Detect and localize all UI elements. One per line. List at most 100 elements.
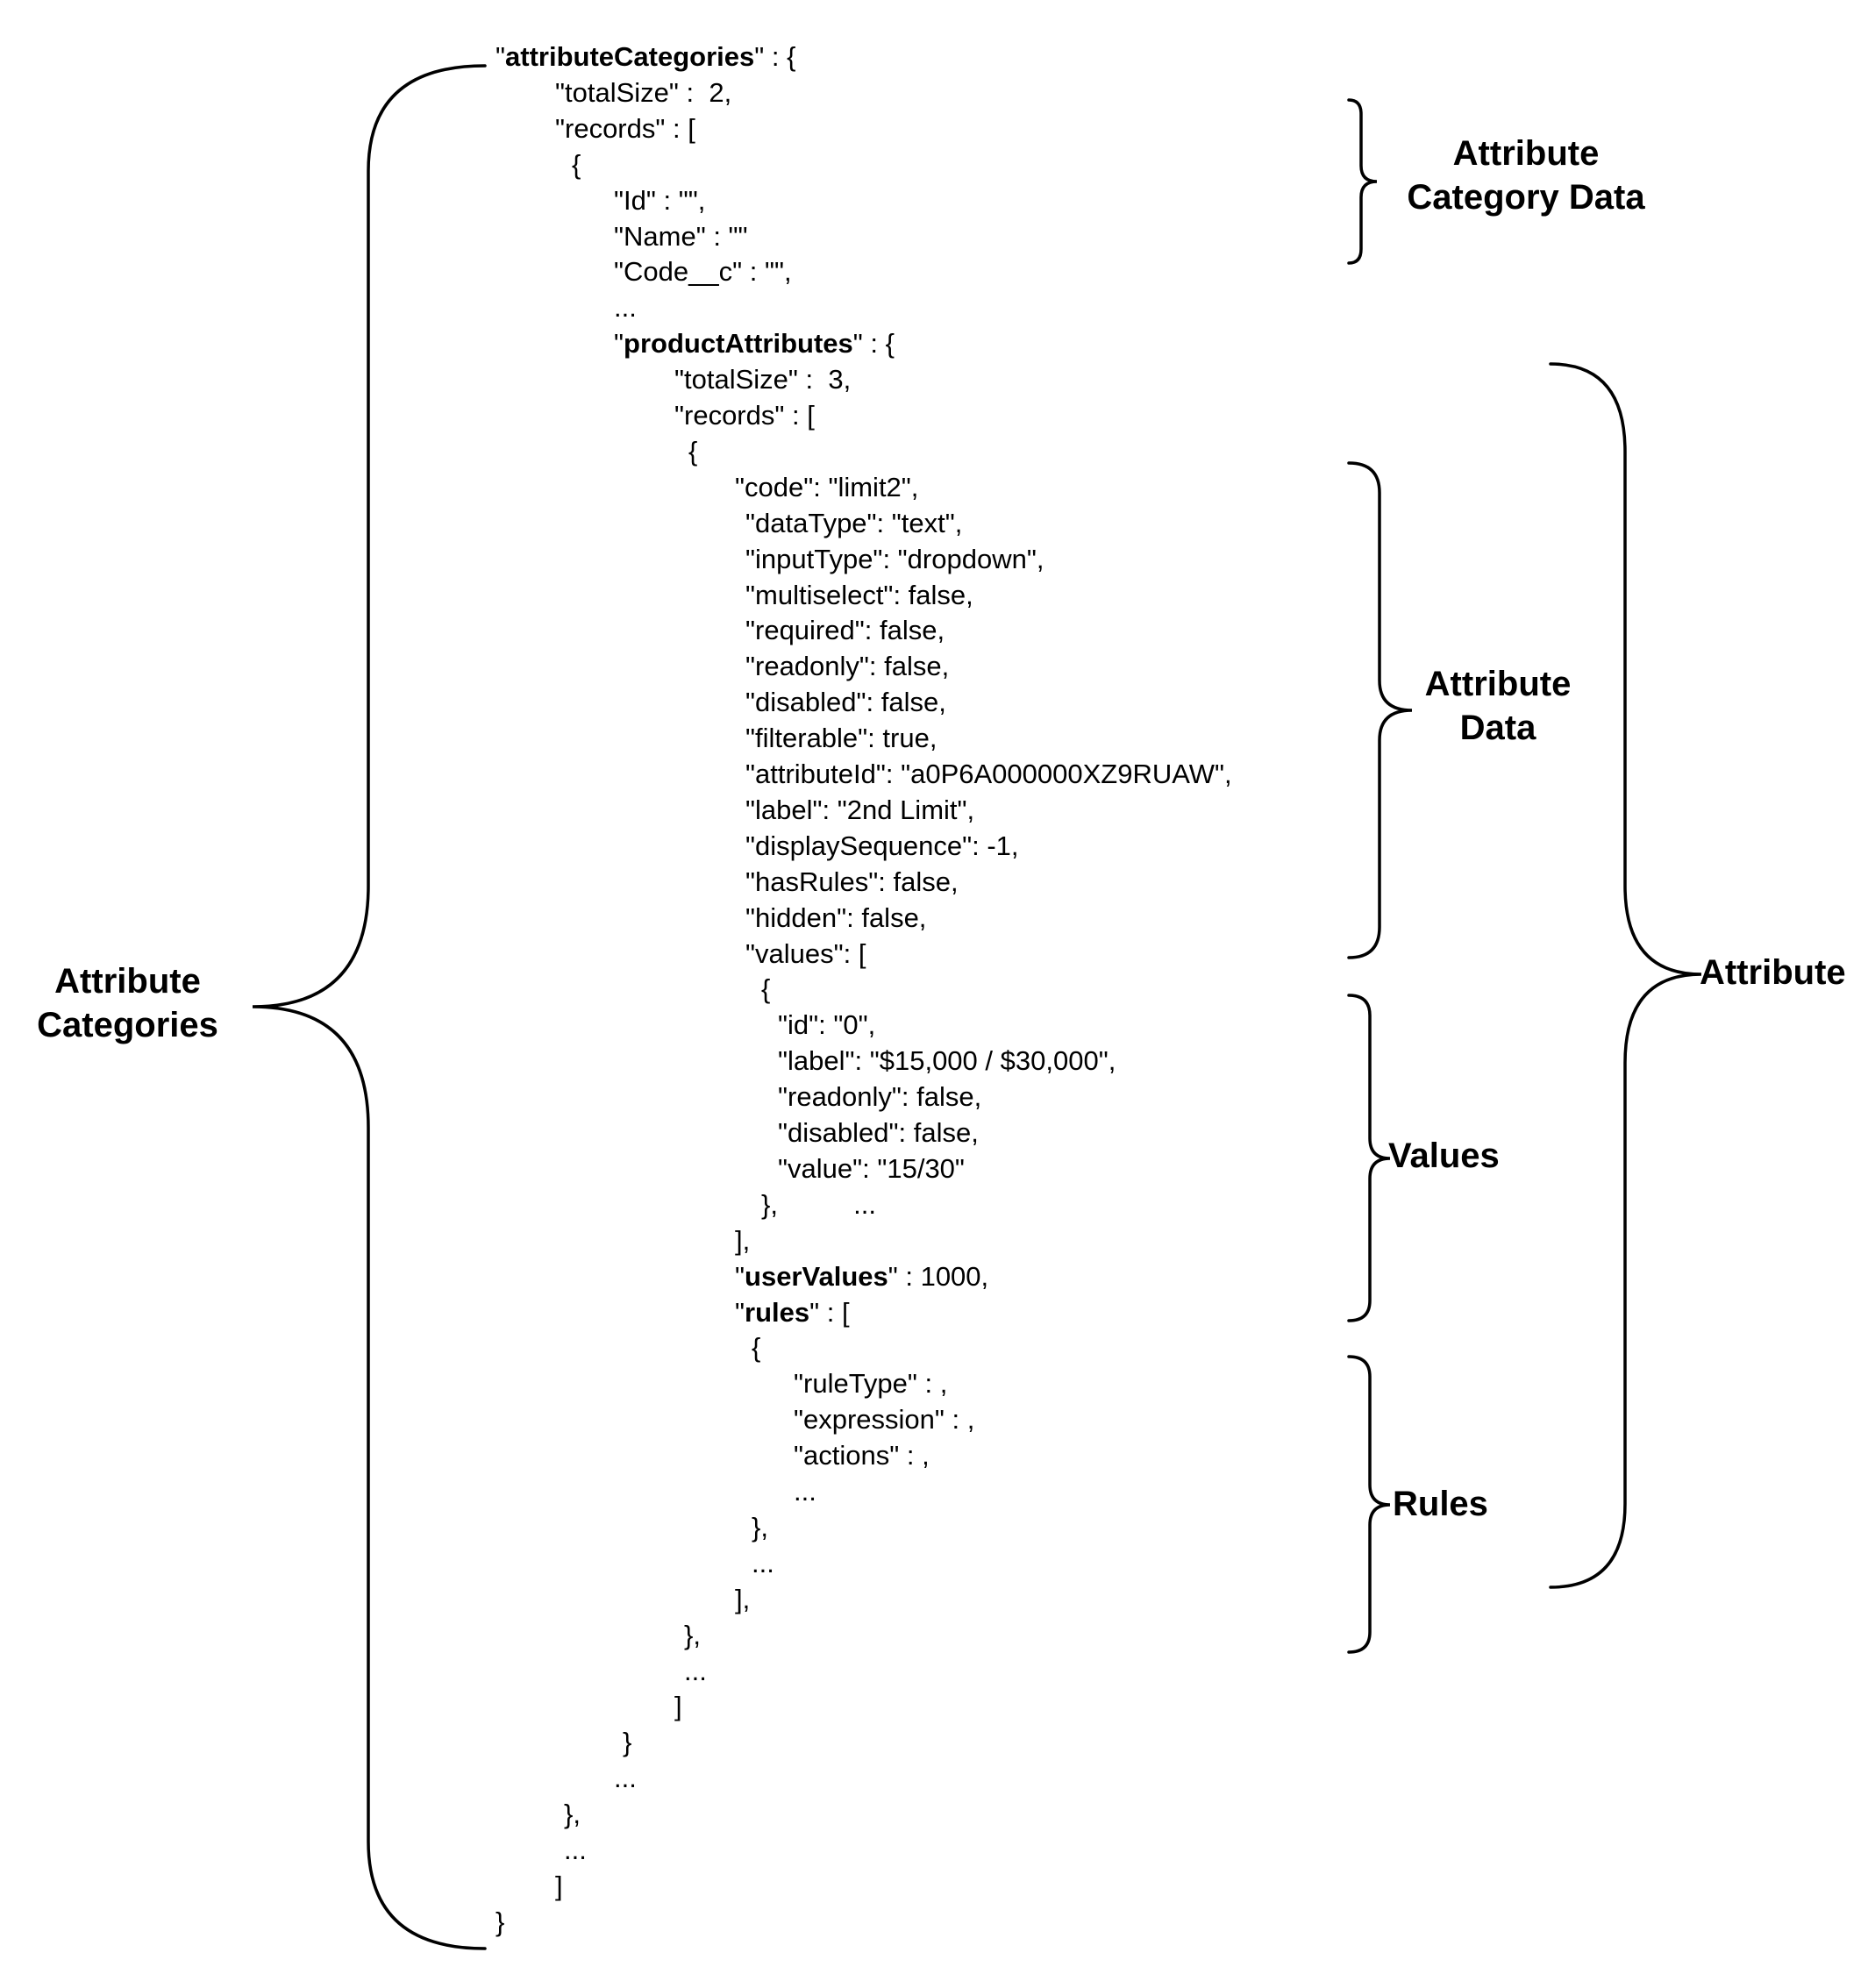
code-line: "dataType": "text", bbox=[745, 506, 962, 541]
code-text: ... bbox=[794, 1476, 816, 1507]
code-line: "label": "$15,000 / $30,000", bbox=[778, 1044, 1116, 1079]
attribute-data-label-line-2: Data bbox=[1459, 709, 1536, 747]
code-text: "label": "$15,000 / $30,000", bbox=[778, 1045, 1116, 1077]
attribute-label-line-1: Attribute bbox=[1700, 953, 1846, 992]
code-line: "rules" : [ bbox=[735, 1295, 850, 1330]
code-line: "Name" : "" bbox=[614, 219, 748, 254]
code-text: "disabled": false, bbox=[745, 687, 946, 718]
code-line: }, bbox=[564, 1797, 581, 1832]
code-text: ] bbox=[674, 1691, 682, 1722]
code-line: "readonly": false, bbox=[745, 649, 949, 684]
code-line: ], bbox=[735, 1223, 750, 1258]
code-line: "values": [ bbox=[745, 937, 866, 972]
attribute-data-label-line-1: Attribute bbox=[1424, 665, 1572, 703]
code-text: "inputType": "dropdown", bbox=[745, 543, 1044, 574]
code-text: "expression" : , bbox=[794, 1404, 975, 1436]
rules-label: Rules bbox=[1393, 1482, 1586, 1526]
code-text: }, bbox=[684, 1619, 701, 1650]
code-line: "attributeCategories" : { bbox=[495, 39, 795, 75]
code-line: { bbox=[688, 434, 697, 469]
code-key-bold: rules bbox=[745, 1296, 810, 1328]
code-line: "disabled": false, bbox=[778, 1115, 979, 1151]
code-text: "label": "2nd Limit", bbox=[745, 794, 975, 825]
code-text: "Id" : "", bbox=[614, 184, 706, 216]
code-line: "records" : [ bbox=[674, 398, 815, 433]
code-line: ... bbox=[684, 1654, 707, 1689]
attribute-categories-label-line-1: Attribute bbox=[54, 962, 201, 1001]
code-line: "ruleType" : , bbox=[794, 1366, 947, 1401]
code-text: "multiselect": false, bbox=[745, 579, 973, 610]
code-line: ... bbox=[614, 1761, 637, 1796]
code-line: "records" : [ bbox=[555, 111, 695, 146]
code-line: ... bbox=[614, 290, 637, 325]
code-text: ... bbox=[752, 1547, 774, 1578]
code-text: }, bbox=[564, 1799, 581, 1830]
code-line: { bbox=[752, 1330, 760, 1365]
code-text: } bbox=[495, 1906, 505, 1937]
code-text: "required": false, bbox=[745, 615, 945, 646]
code-line: "expression" : , bbox=[794, 1402, 974, 1437]
code-line: "inputType": "dropdown", bbox=[745, 542, 1044, 577]
code-line: ... bbox=[564, 1833, 587, 1868]
attribute-data-brace bbox=[1347, 461, 1413, 959]
code-text: " : 1000, bbox=[888, 1260, 989, 1292]
code-text: " bbox=[495, 41, 506, 72]
code-text: "totalSize" : 2, bbox=[555, 76, 732, 108]
attribute-category-data-label-line-1: Attribute bbox=[1452, 134, 1600, 173]
rules-label-line-1: Rules bbox=[1393, 1485, 1488, 1523]
attribute-category-data-label-line-2: Category Data bbox=[1407, 178, 1645, 217]
code-text: }, bbox=[752, 1511, 768, 1543]
code-key-bold: userValues bbox=[745, 1260, 888, 1292]
values-label: Values bbox=[1388, 1134, 1581, 1178]
code-text: "displaySequence": -1, bbox=[745, 830, 1019, 861]
code-text: "attributeId": "a0P6A000000XZ9RUAW", bbox=[745, 759, 1232, 789]
attribute-category-data-brace bbox=[1347, 98, 1378, 265]
attribute-data-label: Attribute Data bbox=[1401, 662, 1594, 750]
code-text: ... bbox=[564, 1835, 587, 1865]
code-text: "ruleType" : , bbox=[794, 1368, 948, 1400]
code-text: " : { bbox=[754, 41, 796, 72]
code-text: "Code__c" : "", bbox=[614, 256, 792, 288]
code-text: { bbox=[761, 973, 771, 1005]
code-line: ... bbox=[794, 1474, 816, 1509]
code-text: "filterable": true, bbox=[745, 723, 938, 754]
code-text: "actions" : , bbox=[794, 1440, 930, 1471]
code-line: "displaySequence": -1, bbox=[745, 829, 1019, 864]
code-line: "hasRules": false, bbox=[745, 865, 959, 900]
code-text: ... bbox=[684, 1655, 707, 1686]
code-text: } bbox=[623, 1727, 632, 1758]
code-text: "values": [ bbox=[745, 937, 866, 969]
code-text: "disabled": false, bbox=[778, 1117, 979, 1148]
code-text: " : { bbox=[852, 328, 895, 360]
code-text: ... bbox=[614, 1763, 637, 1794]
code-text: "readonly": false, bbox=[778, 1081, 982, 1113]
code-line: "attributeId": "a0P6A000000XZ9RUAW", bbox=[745, 757, 1232, 792]
code-text: }, ... bbox=[761, 1188, 876, 1220]
code-text: " : [ bbox=[809, 1296, 850, 1328]
code-text: ], bbox=[735, 1583, 751, 1614]
code-line: "value": "15/30" bbox=[778, 1151, 965, 1186]
code-text: ] bbox=[555, 1870, 563, 1901]
values-label-line-1: Values bbox=[1388, 1137, 1500, 1175]
rules-brace bbox=[1347, 1355, 1391, 1654]
code-text: "id": "0", bbox=[778, 1009, 876, 1041]
code-line: } bbox=[623, 1725, 631, 1760]
code-key-bold: productAttributes bbox=[624, 328, 853, 360]
code-key-bold: attributeCategories bbox=[505, 41, 755, 72]
code-text: { bbox=[688, 435, 698, 467]
code-line: "Code__c" : "", bbox=[614, 254, 792, 289]
code-line: "Id" : "", bbox=[614, 183, 705, 218]
code-line: ] bbox=[674, 1689, 682, 1724]
attribute-category-data-label: Attribute Category Data bbox=[1386, 132, 1666, 219]
code-line: "disabled": false, bbox=[745, 685, 946, 720]
attribute-label: Attribute bbox=[1700, 951, 1857, 994]
code-line: "multiselect": false, bbox=[745, 578, 973, 613]
code-line: "filterable": true, bbox=[745, 721, 937, 756]
code-text: "hasRules": false, bbox=[745, 866, 959, 897]
code-text: ... bbox=[614, 292, 637, 324]
code-line: "productAttributes" : { bbox=[614, 326, 895, 361]
code-text: "readonly": false, bbox=[745, 651, 950, 682]
attribute-brace bbox=[1549, 362, 1702, 1589]
values-brace bbox=[1347, 994, 1391, 1322]
